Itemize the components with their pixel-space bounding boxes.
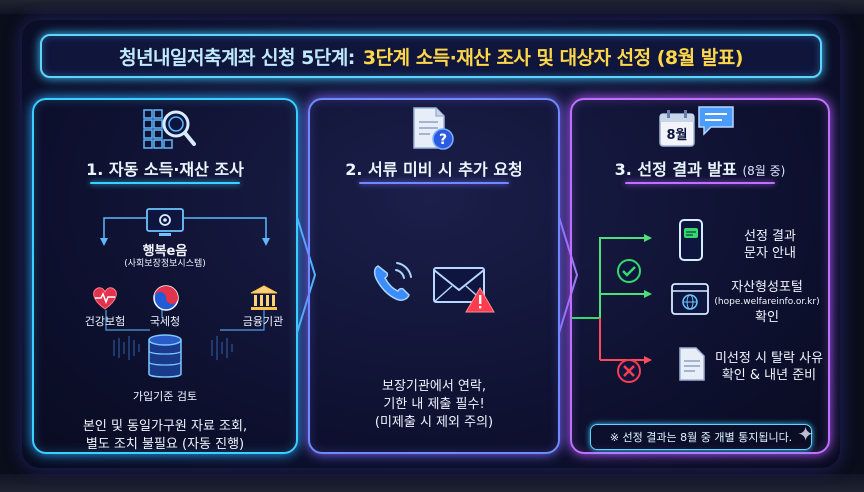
smartphone-message-icon <box>679 219 703 261</box>
calendar-month-label: 8월 <box>666 128 688 143</box>
hope-portal-line3: 확인 <box>755 310 779 325</box>
result-sms-line1: 선정 결과 <box>744 229 796 244</box>
node-financial-institution: 금융기관 <box>242 315 284 328</box>
title-part2: 3단계 소득·재산 조사 및 대상자 선정 (8월 발표) <box>362 46 744 69</box>
background-bottom-strip <box>0 474 864 492</box>
bank-building-icon <box>250 285 278 310</box>
node-tax-office: 국세청 <box>149 315 181 328</box>
step3-heading: 3. 선정 결과 발표 (8월 중) <box>572 156 828 180</box>
infographic-frame: 청년내일저축계좌 신청 5단계: 3단계 소득·재산 조사 및 대상자 선정 (… <box>22 20 840 468</box>
title-part1: 청년내일저축계좌 신청 5단계: <box>119 46 355 69</box>
chevron-right-icon <box>296 216 317 334</box>
step1-flow-lines <box>100 217 270 360</box>
document-question-icon: ? <box>413 107 454 150</box>
x-circle-icon <box>617 359 641 383</box>
check-circle-icon <box>617 259 641 283</box>
browser-globe-icon <box>671 283 709 315</box>
step2-caption: 보장기관에서 연락, 기한 내 제출 필수! (미제출 시 제외 주의) <box>310 378 558 432</box>
result-sms-text: 선정 결과 문자 안내 <box>720 228 820 262</box>
database-icon <box>148 334 182 378</box>
rejection-reason-line1: 미선정 시 탈락 사유 <box>714 351 824 366</box>
haengbok-eum-label: 행복e음 <box>142 244 188 259</box>
notice-banner: ※ 선정 결과는 8월 중 개별 통지됩니다. <box>590 424 812 450</box>
step1-caption-line2: 별도 조치 불필요 (자동 진행) <box>85 437 245 452</box>
computer-settings-icon <box>146 208 184 236</box>
sparkle-icon: ✦ <box>797 422 814 446</box>
step3-heading-sub: (8월 중) <box>742 164 786 178</box>
chevron-right-icon <box>558 216 579 334</box>
node-health-insurance: 건강보험 <box>84 315 126 328</box>
step2-heading: 2. 서류 미비 시 추가 요청 <box>345 160 523 179</box>
hope-portal-url: (hope.welfareinfo.or.kr) <box>714 297 820 307</box>
calendar-icon <box>659 110 695 147</box>
chat-bubble-icon <box>698 106 734 136</box>
step3-underline <box>625 182 775 184</box>
data-search-icon <box>143 109 196 149</box>
step1-panel: 1. 자동 소득·재산 조사 <box>32 98 298 454</box>
svg-text:?: ? <box>439 132 447 148</box>
step3-heading-main: 3. 선정 결과 발표 <box>614 160 737 179</box>
hope-portal-line1: 자산형성포털 <box>731 280 803 295</box>
rejection-reason-line2: 확인 & 내년 준비 <box>721 368 817 383</box>
step2-panel: ? 2. 서류 미비 시 추가 요청 보장기관에서 연락, 기한 내 제출 필수… <box>308 98 560 454</box>
document-icon <box>679 347 705 381</box>
rejection-reason-text: 미선정 시 탈락 사유 확인 & 내년 준비 <box>710 350 828 384</box>
step1-caption: 본인 및 동일가구원 자료 조회, 별도 조치 불필요 (자동 진행) <box>34 418 296 454</box>
step3-panel: 8월 3. 선정 결과 발표 (8월 중) <box>570 98 830 454</box>
hope-portal-text: 자산형성포털 (hope.welfareinfo.or.kr) 확인 <box>706 280 828 325</box>
db-review-label: 가입기준 검토 <box>132 390 198 403</box>
envelope-warning-icon <box>433 267 495 313</box>
step2-caption-line3: (미제출 시 제외 주의) <box>374 415 494 430</box>
step1-underline <box>90 182 240 184</box>
background-top-strip <box>0 0 864 14</box>
result-sms-line2: 문자 안내 <box>744 246 796 261</box>
step2-caption-line1: 보장기관에서 연락, <box>382 379 486 394</box>
step1-caption-line1: 본인 및 동일가구원 자료 조회, <box>82 419 248 434</box>
step2-caption-line2: 기한 내 제출 필수! <box>383 397 485 412</box>
heart-pulse-icon <box>93 287 117 310</box>
title-banner: 청년내일저축계좌 신청 5단계: 3단계 소득·재산 조사 및 대상자 선정 (… <box>40 34 822 78</box>
phone-call-icon <box>373 262 412 301</box>
step1-heading: 1. 자동 소득·재산 조사 <box>86 160 244 179</box>
step2-underline <box>359 182 509 184</box>
step3-branch-lines <box>572 234 652 364</box>
haengbok-eum-sublabel: (사회보장정보시스템) <box>124 259 206 269</box>
taegeuk-emblem-icon <box>153 285 179 311</box>
